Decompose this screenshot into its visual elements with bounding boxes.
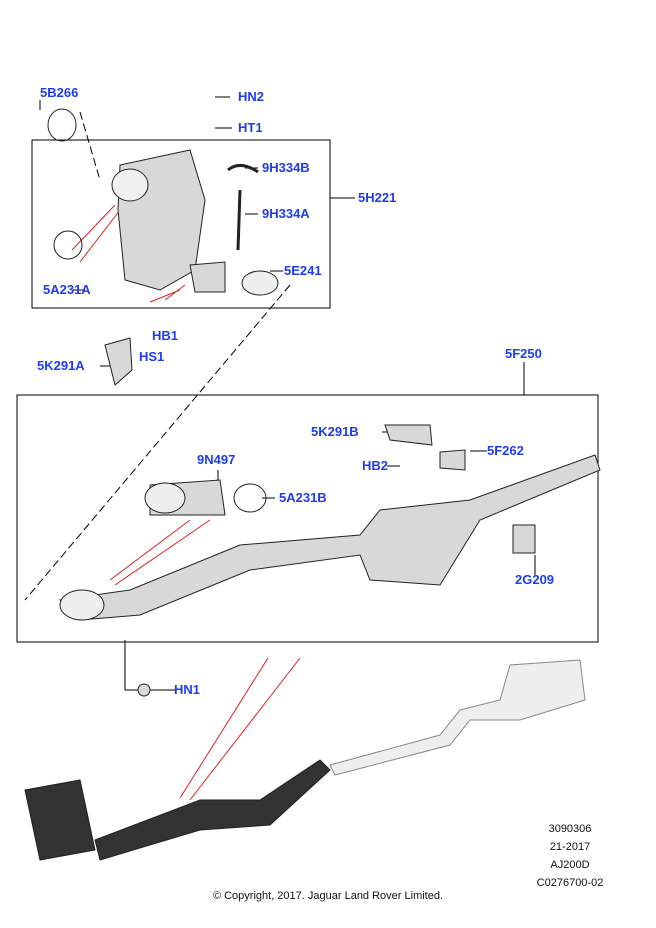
callout-5b266[interactable]: 5B266 bbox=[40, 85, 79, 100]
callout-5f262[interactable]: 5F262 bbox=[487, 443, 524, 458]
callout-2g209[interactable]: 2G209 bbox=[515, 572, 555, 587]
muffler-pipe-5f250 bbox=[58, 454, 601, 621]
gasket-5b266 bbox=[47, 108, 77, 142]
bracket-5k291b bbox=[384, 424, 433, 446]
callout-5a231a[interactable]: 5A231A bbox=[43, 282, 91, 297]
sensor-pipes bbox=[227, 164, 259, 251]
mount-2g209 bbox=[512, 524, 536, 554]
isolator-5f262 bbox=[439, 449, 466, 471]
callout-5f250[interactable]: 5F250 bbox=[505, 346, 542, 361]
meta-line-2: 21-2017 bbox=[549, 841, 591, 853]
overview-front-section bbox=[24, 759, 331, 861]
diagram-meta: 3090306 21-2017 AJ200D C0276700-02 bbox=[520, 820, 620, 892]
callout-5a231b[interactable]: 5A231B bbox=[279, 490, 327, 505]
clamp-5a231b bbox=[233, 483, 267, 513]
bracket-5k291a bbox=[104, 337, 133, 386]
callout-hb1[interactable]: HB1 bbox=[152, 328, 179, 343]
callout-5e241[interactable]: 5E241 bbox=[284, 263, 322, 278]
highlight-lines bbox=[71, 204, 301, 801]
callout-hn2[interactable]: HN2 bbox=[238, 89, 265, 104]
meta-line-4: C0276700-02 bbox=[536, 877, 604, 889]
meta-line-3: AJ200D bbox=[550, 859, 590, 871]
gasket-5e241 bbox=[241, 270, 279, 296]
hn1-leader bbox=[124, 640, 150, 691]
callout-5h221[interactable]: 5H221 bbox=[358, 190, 397, 205]
flange bbox=[189, 261, 226, 293]
callout-9h334b[interactable]: 9H334B bbox=[262, 160, 310, 175]
callout-9n497[interactable]: 9N497 bbox=[197, 452, 236, 467]
meta-line-1: 3090306 bbox=[548, 823, 592, 835]
dash-lines bbox=[24, 111, 291, 601]
nut-hn1 bbox=[137, 683, 151, 697]
callout-hs1[interactable]: HS1 bbox=[139, 349, 165, 364]
callout-ht1[interactable]: HT1 bbox=[238, 120, 263, 135]
callout-9h334a[interactable]: 9H334A bbox=[262, 206, 310, 221]
clamp-5a231a bbox=[53, 230, 83, 260]
catalyst-group-box bbox=[31, 139, 331, 309]
callout-hn1[interactable]: HN1 bbox=[174, 682, 201, 697]
callout-5k291b[interactable]: 5K291B bbox=[311, 424, 359, 439]
copyright-text: © Copyright, 2017. Jaguar Land Rover Lim… bbox=[212, 890, 444, 902]
callout-5k291a[interactable]: 5K291A bbox=[37, 358, 85, 373]
callout-hb2[interactable]: HB2 bbox=[362, 458, 389, 473]
muffler-group-box bbox=[16, 394, 599, 643]
overview-rear-section bbox=[329, 659, 586, 776]
